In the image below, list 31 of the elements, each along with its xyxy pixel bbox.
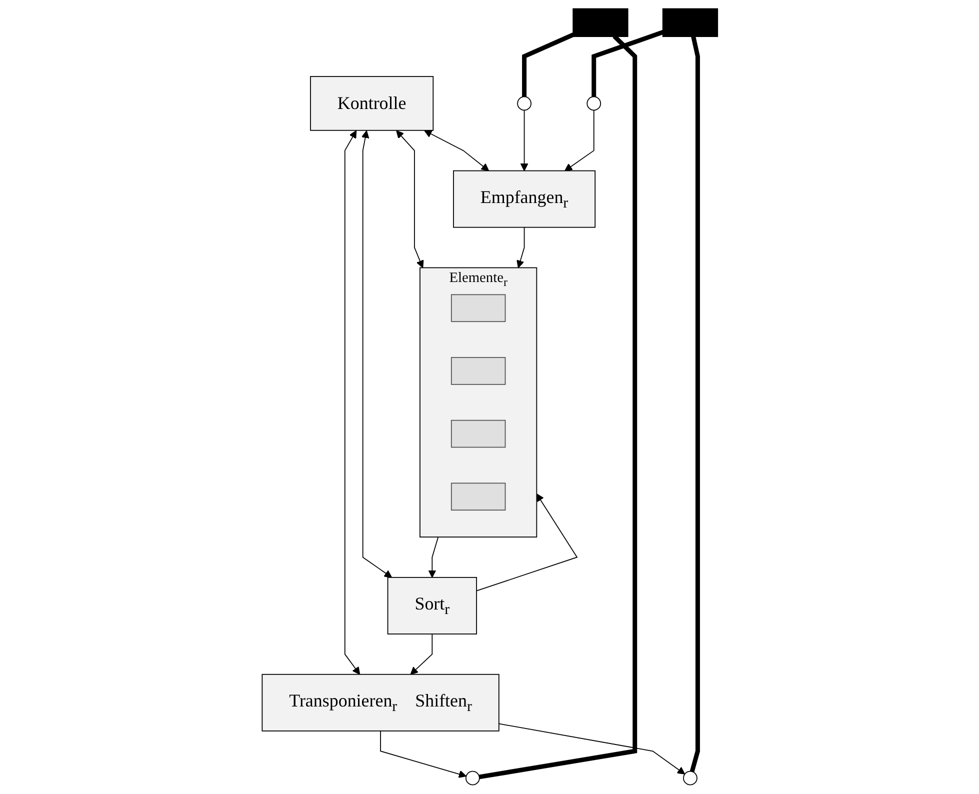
arrow	[361, 130, 392, 578]
node-box	[450, 294, 506, 322]
connector	[690, 36, 700, 772]
arrow	[424, 130, 489, 172]
arrow	[498, 723, 685, 774]
connector	[478, 34, 637, 780]
node-circle	[516, 96, 532, 111]
arrow	[428, 536, 438, 578]
node-bar	[662, 8, 718, 38]
block-diagram: Elemente$_{r}$ Kontrolle Empfangen$_{r}$ Sort$_{r}$ Transponieren$_{r}$ Shiften$_{r}$	[254, 2, 724, 792]
cluster	[419, 267, 537, 538]
arrow	[564, 110, 594, 172]
node-bar	[572, 8, 628, 38]
node-box	[387, 576, 477, 634]
node-circle	[682, 770, 698, 786]
arrow	[476, 494, 578, 592]
node-circle	[586, 96, 601, 111]
node-box	[450, 357, 506, 385]
node-box	[310, 76, 434, 131]
node-box	[450, 482, 506, 511]
node-box	[452, 170, 596, 228]
node-circle	[465, 770, 480, 786]
arrow	[344, 130, 360, 675]
node-box	[450, 420, 506, 448]
arrow	[516, 226, 525, 268]
connector	[591, 30, 664, 97]
arrow	[410, 634, 432, 675]
node-box	[262, 674, 500, 732]
arrow	[520, 110, 528, 172]
arrow	[380, 730, 466, 778]
arrow	[396, 130, 424, 268]
